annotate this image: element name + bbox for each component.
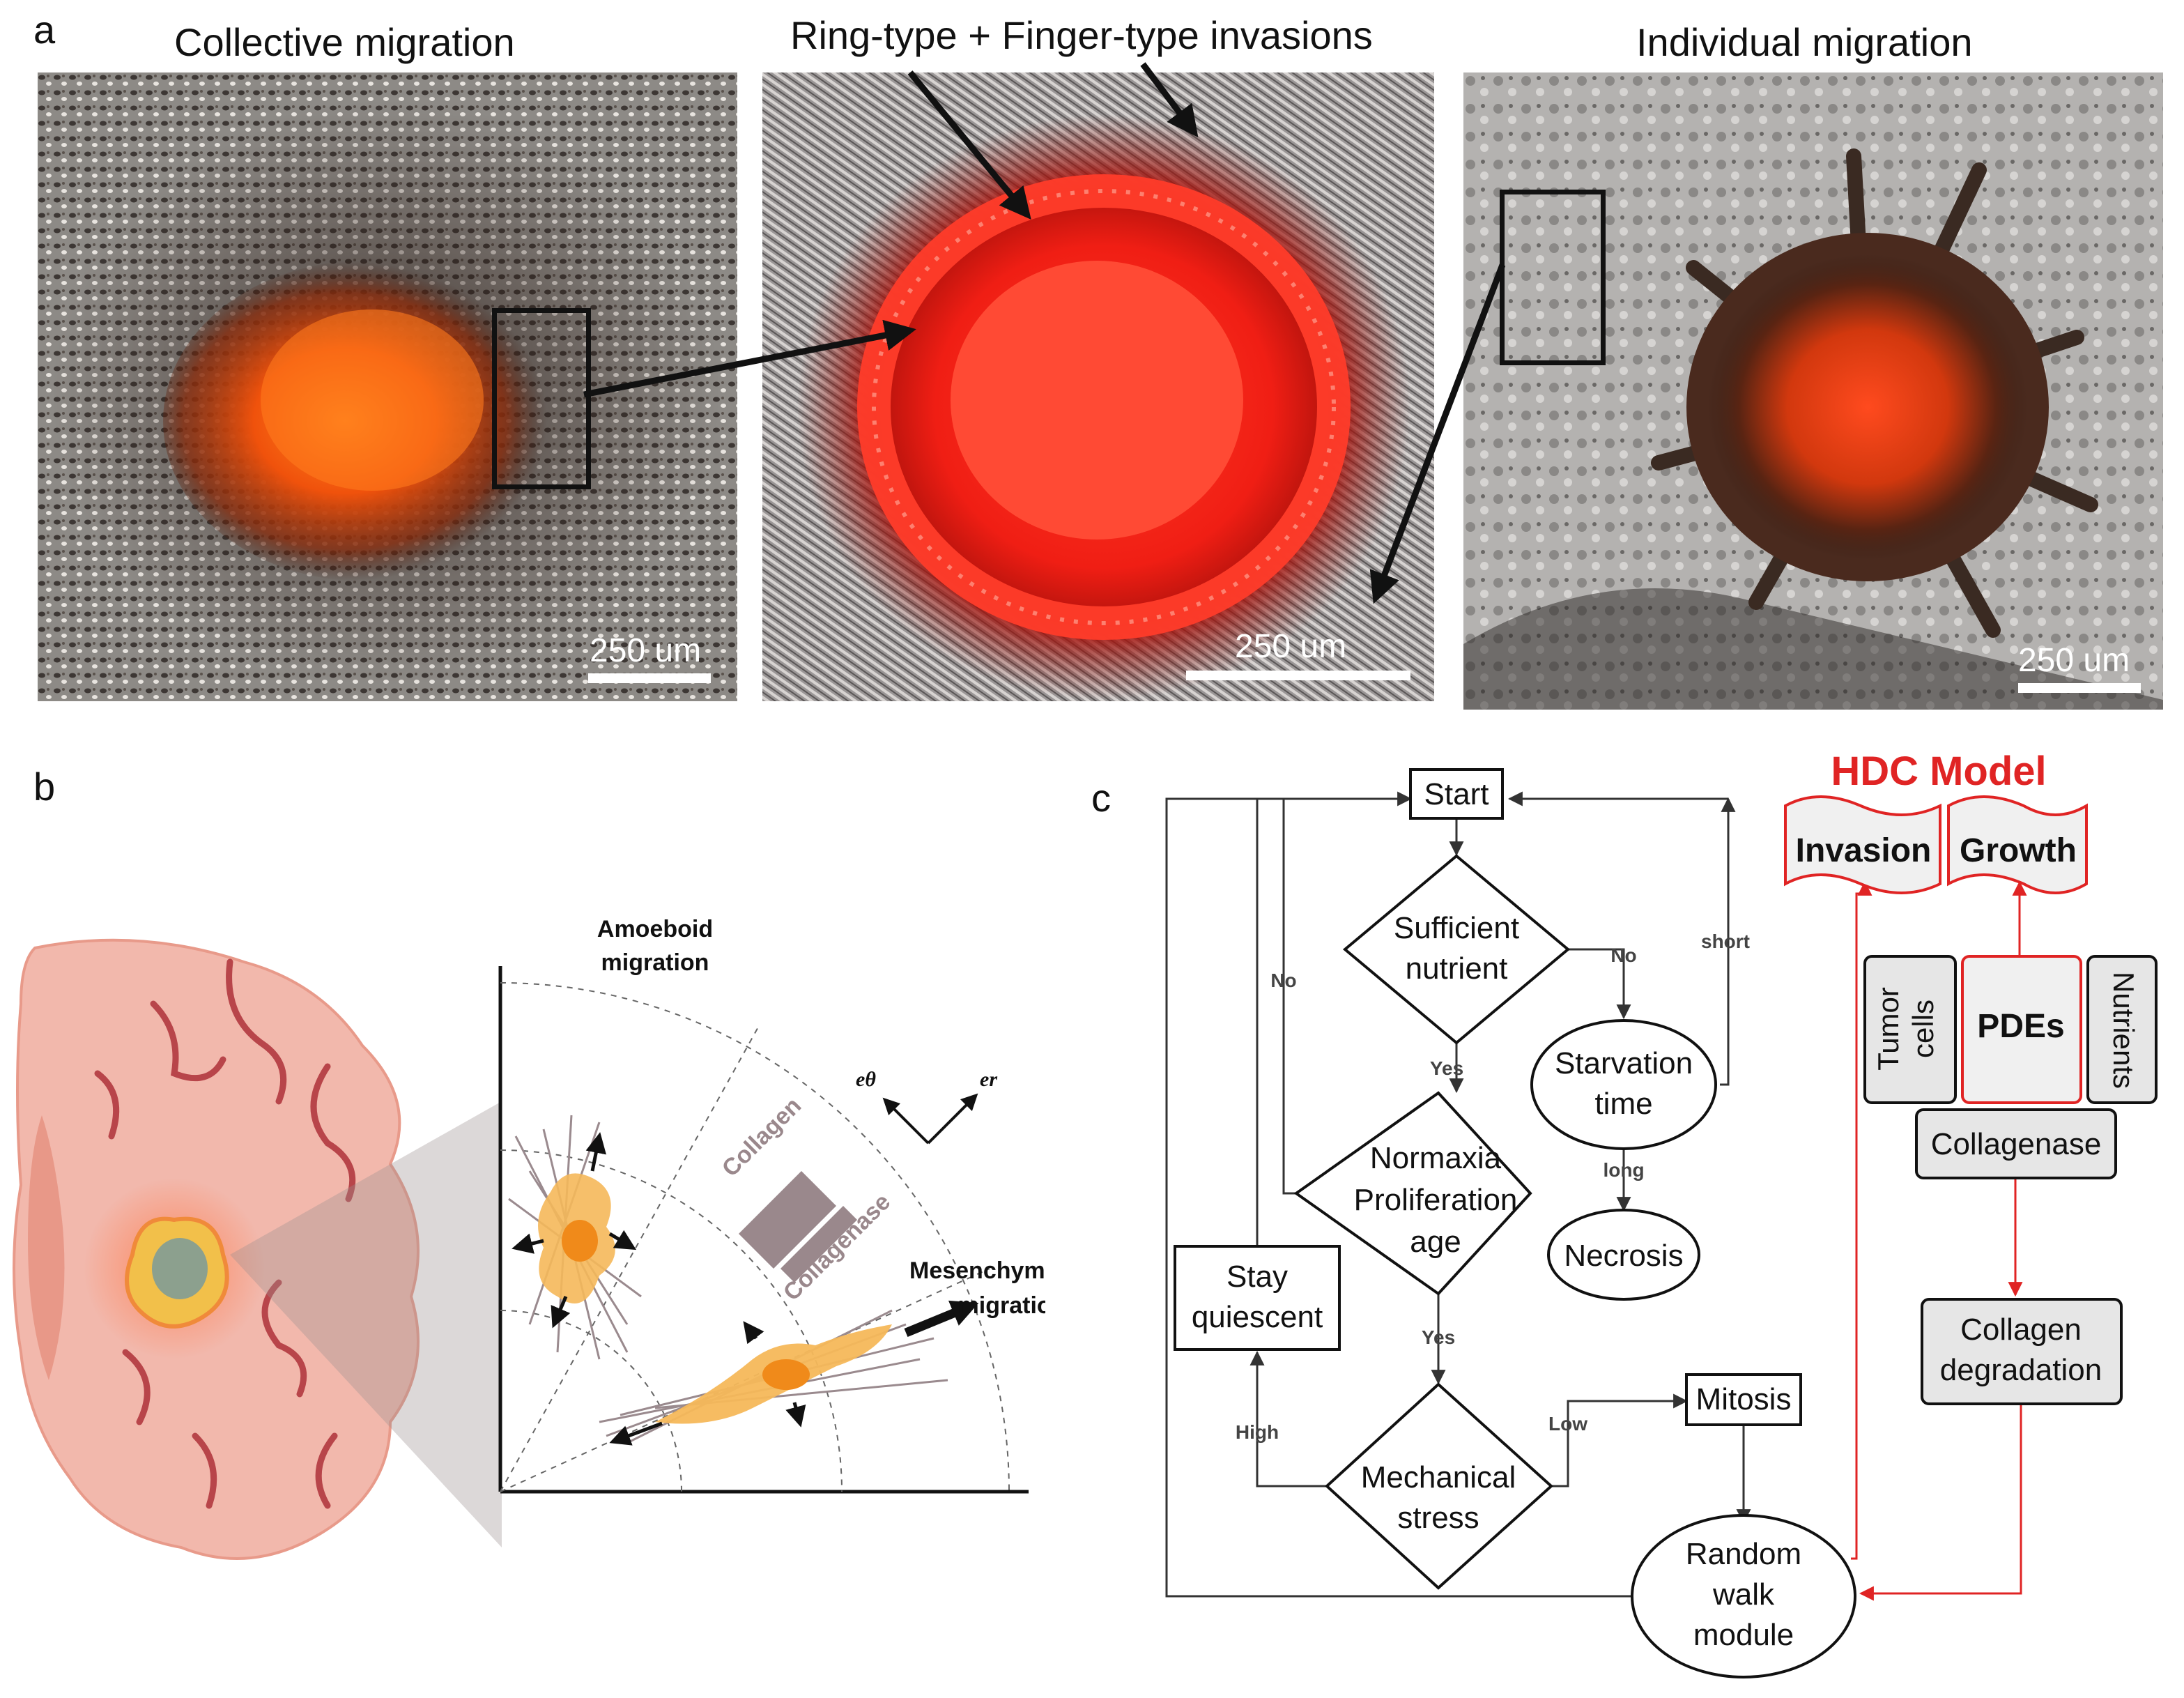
e-theta-label: eθ [856,1068,876,1091]
pdes-label: PDEs [1977,1008,2064,1045]
collective-migration-title: Collective migration [174,20,515,64]
edge-label-yes-1: Yes [1430,1057,1463,1079]
scale-bar-3 [2018,683,2141,693]
panel-a-letter: a [33,8,56,52]
random-walk-line2: walk [1712,1577,1775,1612]
stay-quiescent-line1: Stay [1226,1260,1288,1294]
scale-bar-2 [1186,671,1410,680]
collagen-degradation-line2: degradation [1940,1353,2102,1387]
ring-finger-invasions-title: Ring-type + Finger-type invasions [790,13,1373,57]
panel-c-letter: c [1091,776,1111,820]
tumor-cells-line1: Tumor [1872,987,1905,1071]
collagen-degradation-line1: Collagen [1960,1313,2082,1347]
normaxia-line3: age [1410,1225,1461,1259]
mesenchymal-label-line2: migration [958,1292,1045,1319]
edge-label-no-right: No [1610,944,1636,966]
scale-bar-label-3: 250 um [2018,642,2130,679]
tumor-cells-line2: cells [1907,1000,1939,1058]
collective-migration-micrograph [38,72,737,701]
zoom-box-collective [492,308,591,489]
necrosis-node: Necrosis [1564,1239,1683,1273]
edge-label-low: Low [1548,1413,1587,1435]
migration-quadrant-diagram: Collagen Collagenase eθ er Amoeboid migr… [498,916,1045,1494]
start-node: Start [1424,777,1489,811]
sufficient-nutrient-line1: Sufficient [1394,911,1519,945]
sufficient-nutrient-line2: nutrient [1406,951,1508,986]
normaxia-line1: Normaxia [1370,1141,1502,1175]
mechanical-stress-line2: stress [1397,1501,1479,1535]
zoom-box-individual [1500,190,1606,365]
mitosis-node: Mitosis [1696,1382,1792,1416]
nutrients-label: Nutrients [2107,972,2140,1089]
amoeboid-label-line1: Amoeboid [597,916,713,942]
ring-finger-micrograph [762,72,1434,701]
mechanical-stress-line1: Mechanical [1361,1460,1516,1494]
starvation-time-line1: Starvation [1555,1046,1693,1080]
scale-bar-1 [588,673,711,683]
starvation-time-line2: time [1594,1087,1652,1121]
growth-label: Growth [1960,832,2077,869]
normaxia-line2: Proliferation [1354,1183,1518,1217]
scale-bar-label-2: 250 um [1235,628,1347,665]
collagenase-box-label: Collagenase [1931,1127,2102,1161]
random-walk-line3: module [1693,1618,1794,1652]
panel-a-arrows [583,62,1506,604]
edge-label-no-left: No [1270,970,1296,991]
edge-label-long: long [1603,1159,1644,1181]
e-r-label: er [980,1068,997,1091]
edge-label-yes-2: Yes [1422,1326,1455,1348]
hdc-model-title: HDC Model [1831,749,2046,794]
invasion-label: Invasion [1796,832,1932,869]
individual-migration-title: Individual migration [1636,20,1973,64]
amoeboid-label-line2: migration [601,949,709,976]
stay-quiescent-line2: quiescent [1192,1300,1323,1334]
panel-b-letter: b [33,765,56,809]
edge-label-short: short [1701,931,1750,952]
brain-illustration [13,938,502,1560]
scale-bar-label-1: 250 um [590,632,702,669]
edge-label-high: High [1236,1421,1279,1443]
mesenchymal-label-line1: Mesenchymal [909,1257,1045,1284]
random-walk-line1: Random [1686,1537,1801,1571]
individual-migration-micrograph [1463,72,2163,710]
